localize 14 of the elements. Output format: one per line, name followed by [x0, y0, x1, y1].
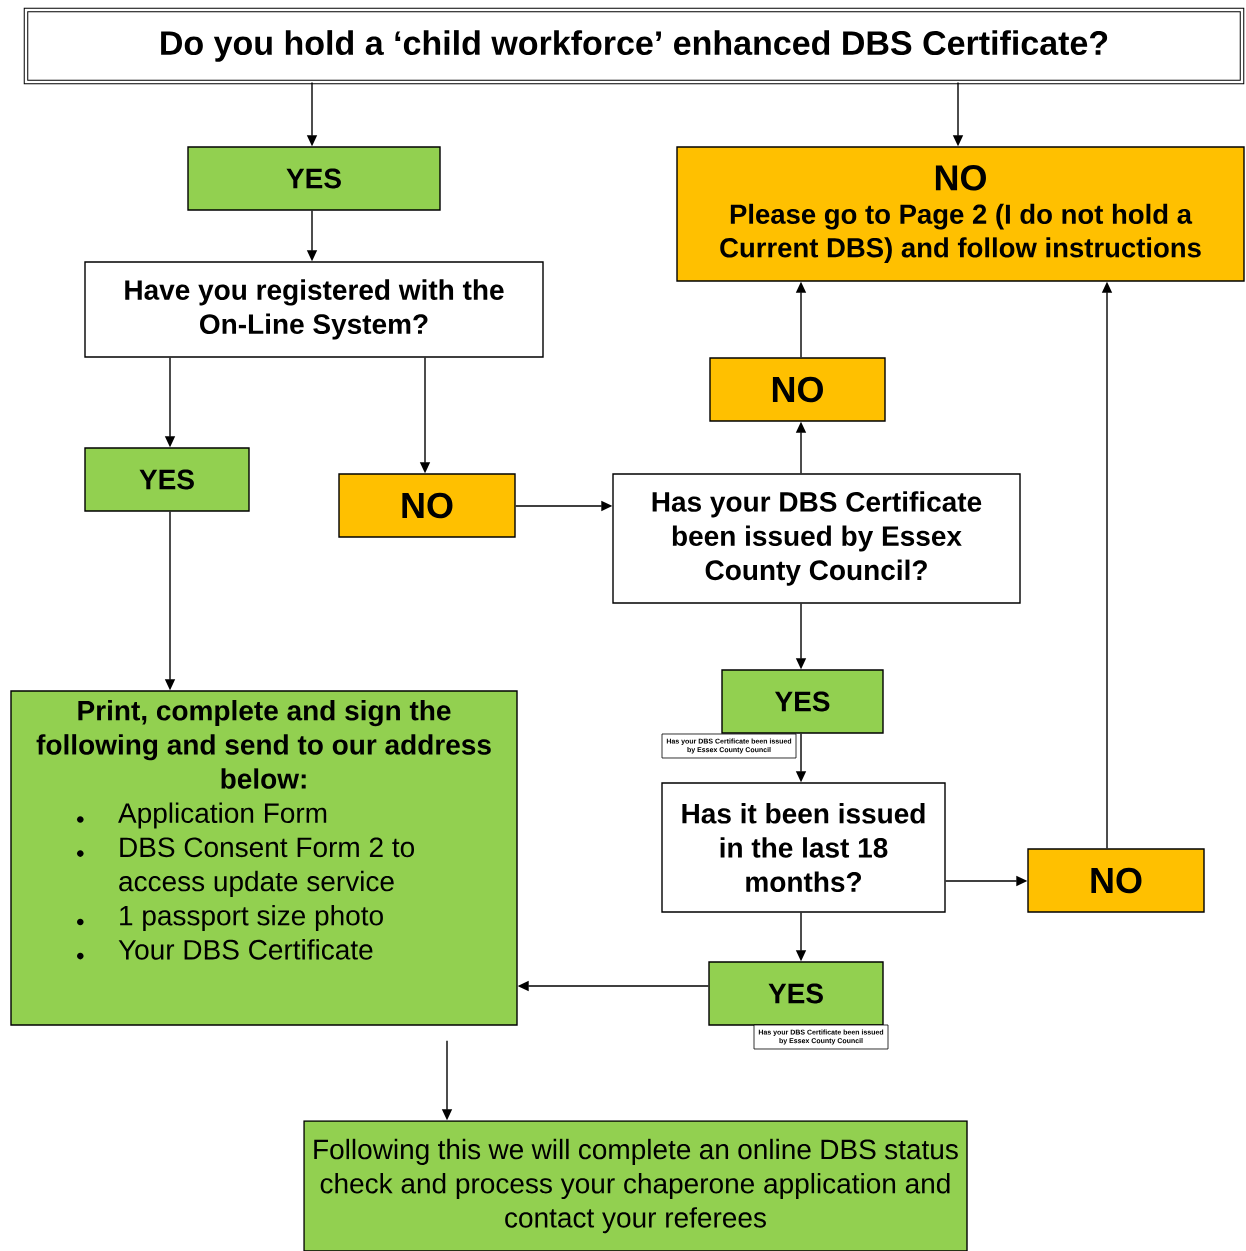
- answer-box: YES: [84, 447, 250, 512]
- answer-box: NO: [338, 473, 516, 538]
- result-box: Following this we will complete an online DBS status check and process your chaperone application and contact your referees: [303, 1120, 968, 1251]
- question-box: Have you registered with the On-Line System?: [84, 261, 544, 358]
- outcome-box: NO Please go to Page 2 (I do not hold a Current DBS) and follow instructions: [676, 146, 1245, 282]
- answer-box: NO: [709, 357, 886, 422]
- question-box: Has your DBS Certificate been issued by Essex County Council?: [612, 473, 1021, 604]
- question-box: Has it been issued in the last 18 months?: [661, 782, 946, 913]
- answer-box: NO: [1027, 848, 1205, 913]
- instruction-box: Print, complete and sign the following and send to our address below: Application Form DBS Consent Form 2 to access update service 1 passport size photo Your DBS Certificate: [10, 690, 518, 1026]
- answer-box: YES: [187, 146, 441, 211]
- title-box: Do you hold a ‘child workforce’ enhanced DBS Certificate?: [23, 7, 1245, 85]
- answer-box: YES: [721, 669, 884, 734]
- answer-box: YES: [708, 961, 884, 1026]
